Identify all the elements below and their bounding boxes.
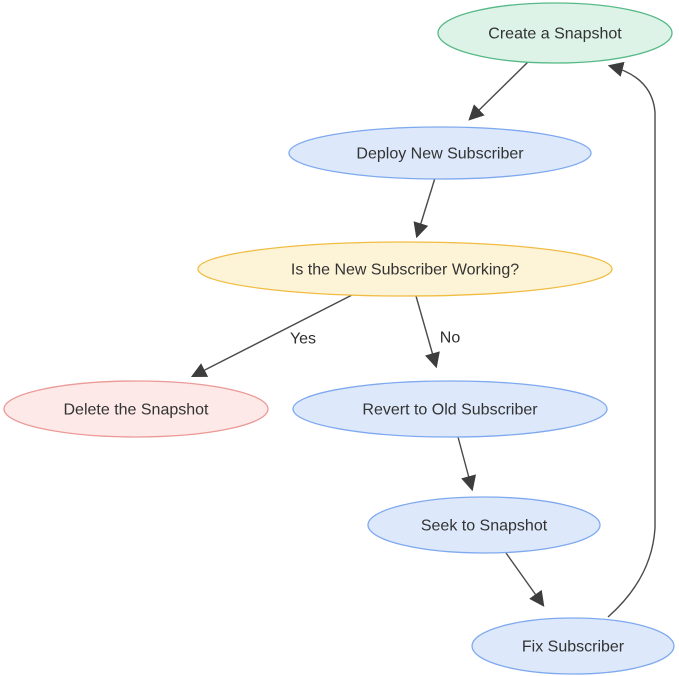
- node-seek-to-snapshot-shape: [367, 496, 601, 554]
- edge-label-yes: Yes: [290, 331, 316, 348]
- edge-working-to-revert-no: [415, 295, 440, 369]
- node-revert-to-old-subscriber-shape: [292, 380, 608, 438]
- node-fix-subscriber-shape: [471, 617, 675, 675]
- node-revert-to-old-subscriber: Revert to Old Subscriber: [292, 380, 608, 438]
- edges-layer: Yes No: [190, 59, 656, 618]
- node-fix-subscriber-label: Fix Subscriber: [522, 639, 625, 656]
- node-delete-the-snapshot: Delete the Snapshot: [3, 380, 269, 438]
- node-create-snapshot-label: Create a Snapshot: [488, 26, 622, 43]
- node-create-snapshot-shape: [437, 2, 673, 64]
- edge-label-no: No: [440, 330, 461, 347]
- node-delete-the-snapshot-shape: [3, 380, 269, 438]
- node-seek-to-snapshot: Seek to Snapshot: [367, 496, 601, 554]
- edge-seek-to-fix: [505, 552, 545, 607]
- node-deploy-new-subscriber: Deploy New Subscriber: [288, 126, 592, 180]
- edge-working-to-delete-yes: [190, 294, 353, 378]
- node-is-new-subscriber-working-shape: [197, 241, 613, 297]
- edge-deploy-to-working: [413, 177, 436, 239]
- node-fix-subscriber: Fix Subscriber: [471, 617, 675, 675]
- node-delete-the-snapshot-label: Delete the Snapshot: [64, 402, 210, 419]
- node-is-new-subscriber-working: Is the New Subscriber Working?: [197, 241, 613, 297]
- node-deploy-new-subscriber-shape: [288, 126, 592, 180]
- edge-revert-to-seek: [457, 436, 477, 492]
- node-revert-to-old-subscriber-label: Revert to Old Subscriber: [362, 402, 538, 419]
- edge-fix-to-create: [607, 61, 656, 618]
- node-deploy-new-subscriber-label: Deploy New Subscriber: [356, 146, 524, 163]
- node-create-snapshot: Create a Snapshot: [437, 2, 673, 64]
- node-seek-to-snapshot-label: Seek to Snapshot: [421, 518, 548, 535]
- node-is-new-subscriber-working-label: Is the New Subscriber Working?: [291, 262, 519, 279]
- edge-create-to-deploy: [468, 59, 531, 121]
